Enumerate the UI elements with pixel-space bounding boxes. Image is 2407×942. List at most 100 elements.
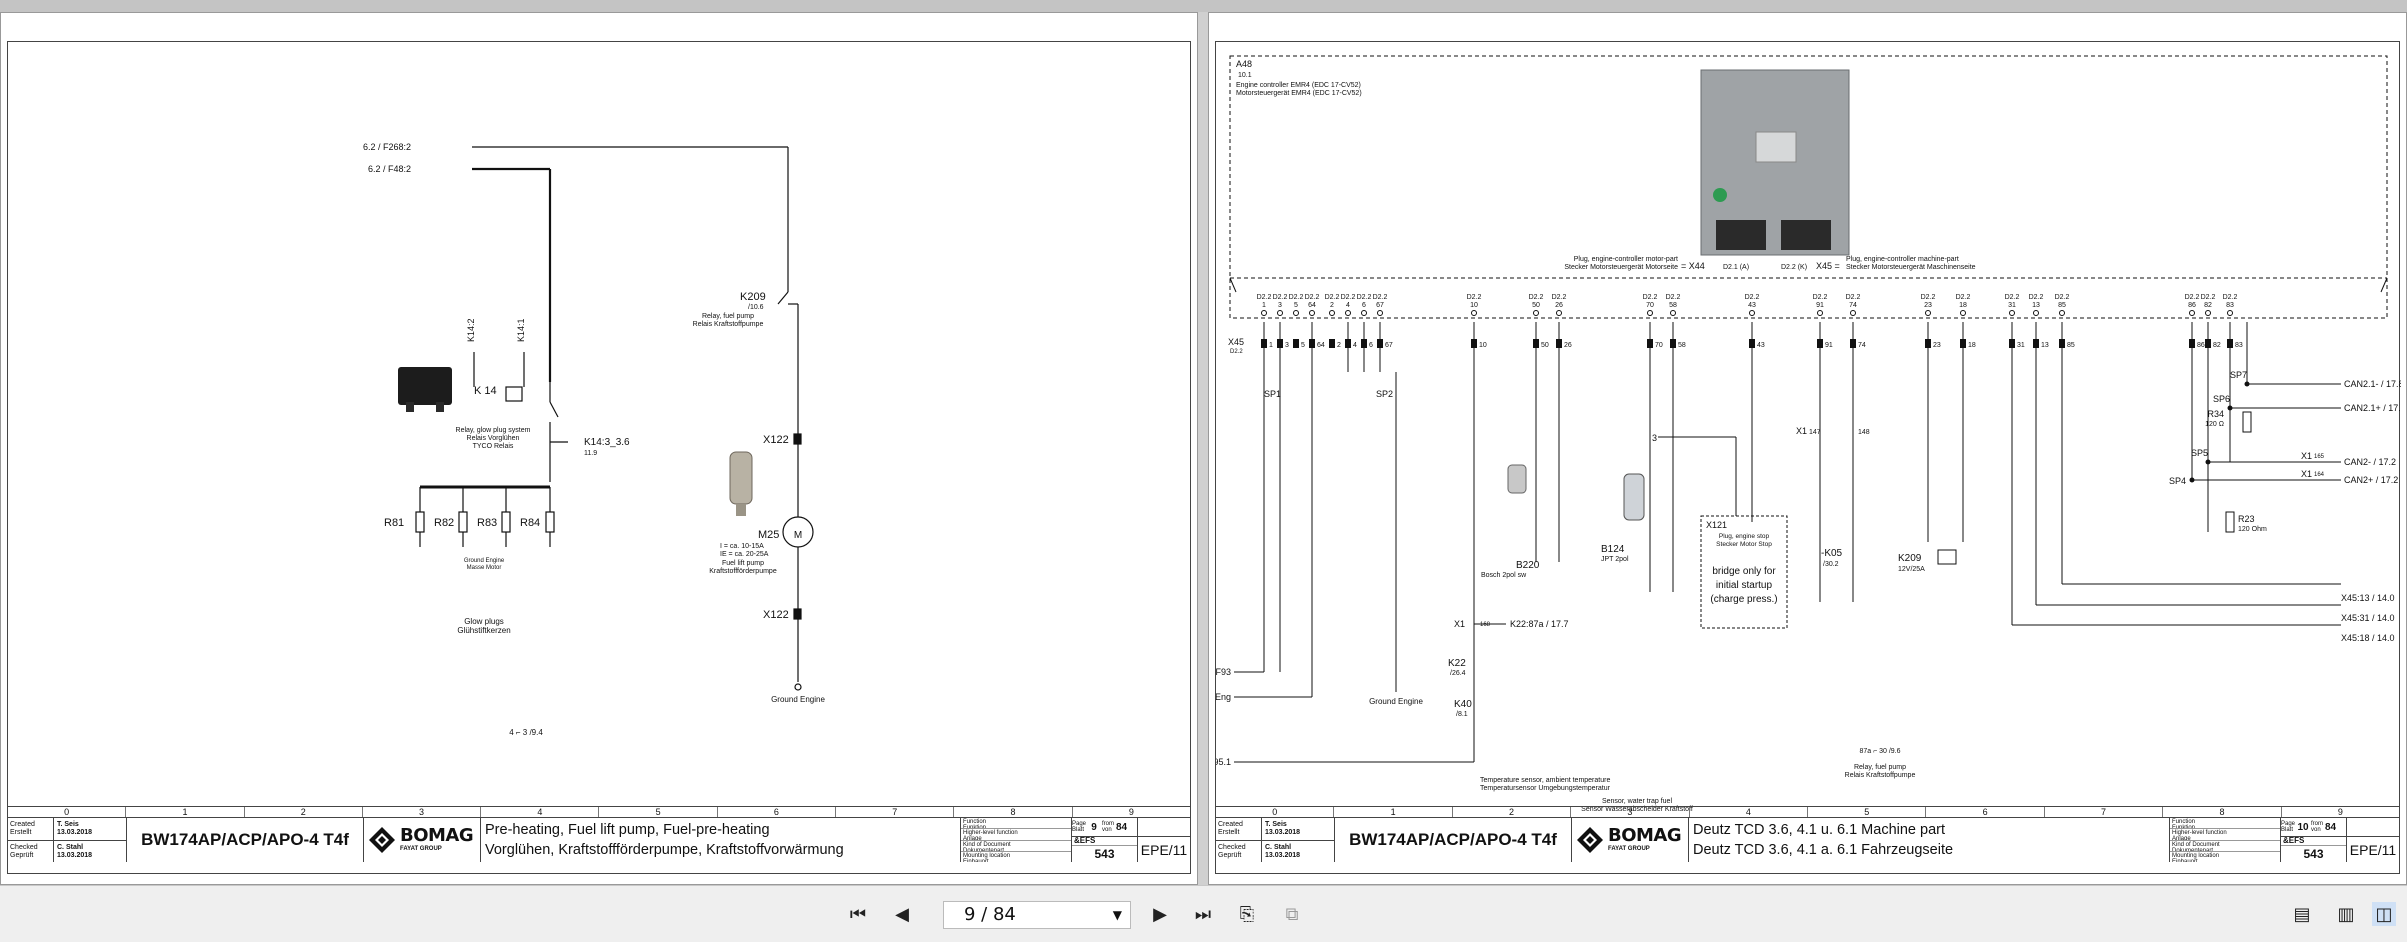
x45-contact: [2227, 339, 2233, 348]
pin-number: 3: [1278, 302, 1282, 309]
x1-165-pin: 165: [2314, 454, 2325, 460]
pdf-viewer-toolbar: ⏮ ◀ 9 / 84 ▼ ▶ ⏭ ⎘ ⧉ ▤ ▥ ◫: [0, 885, 2407, 942]
wiring-diagram-left: 6.2 / F268:2 6.2 / F48:2 K14:2 K14:1 K 1…: [363, 142, 826, 737]
pin-terminal: [1471, 310, 1477, 316]
sheet-number: 9: [1091, 821, 1097, 833]
created-date: 13.03.2018: [1265, 829, 1301, 836]
m25-current-1: I = ca. 10-15A: [720, 543, 764, 550]
from-label: from von: [2311, 821, 2323, 833]
bomag-diamond-icon: [368, 826, 396, 854]
doc-kind-value: &EFS: [2281, 837, 2346, 846]
m25-caption-1: Fuel lift pump: [722, 560, 764, 567]
x1-148-pin: 148: [1858, 429, 1870, 436]
document-fields: Function Funktion Higher-level function …: [2170, 818, 2281, 862]
x45-contact: [2059, 339, 2065, 348]
x45-left-label: X45: [1228, 337, 1244, 347]
x1-168: X1: [1454, 619, 1465, 629]
label-r34: R34: [2207, 409, 2224, 419]
field-function: Function Funktion: [961, 818, 1071, 830]
plug-motor-de: Stecker Motorsteuergerät Motorseite: [1564, 264, 1678, 271]
x45-contact-number: 2: [1337, 342, 1341, 349]
pin-group-label: D2.2: [1357, 294, 1372, 301]
pin-number: 86: [2188, 302, 2196, 309]
marker-3: 3: [1652, 433, 1657, 443]
pin-group-label: D2.2: [1341, 294, 1356, 301]
x45-contact-number: 86: [2197, 342, 2205, 349]
pin-number: 2: [1330, 302, 1334, 309]
x45-contact: [1471, 339, 1477, 348]
label-sp4: SP4: [2169, 476, 2186, 486]
x45-contact-number: 74: [1858, 342, 1866, 349]
x45-contact-number: 64: [1317, 342, 1325, 349]
prev-icon[interactable]: ◀: [895, 903, 909, 925]
field-higher-level: Higher-level function Anlage: [2170, 829, 2280, 841]
x45-contact-number: 31: [2017, 342, 2025, 349]
grid-col: 0: [1272, 807, 1278, 817]
grid-col: 9: [1071, 807, 1190, 817]
grid-col: 8: [2162, 807, 2280, 817]
checked-name: C. Stahl: [1265, 843, 1292, 851]
a48-desc-en: Engine controller EMR4 (EDC 17-CV52): [1236, 82, 1361, 89]
two-page-icon[interactable]: ◫: [2372, 902, 2396, 926]
title-de: Vorglühen, Kraftstoffförderpumpe, Krafts…: [485, 842, 844, 858]
column-grid: 0 1 2 3 4 5 6 7 8 9: [1216, 806, 2399, 818]
continuous-page-icon[interactable]: ▥: [2337, 903, 2355, 925]
pin-terminal: [1647, 310, 1653, 316]
title-en: Pre-heating, Fuel lift pump, Fuel-pre-he…: [485, 822, 770, 838]
page-number-select[interactable]: 9 / 84 ▼: [943, 901, 1131, 929]
skip-first-icon[interactable]: ⏮: [849, 903, 867, 925]
x45-13-ref: X45:13 / 14.0: [2341, 593, 2395, 603]
skip-last-icon[interactable]: ⏭: [1194, 903, 1212, 925]
pin-number: 23: [1924, 302, 1932, 309]
ground-engine-label: Ground Engine: [1369, 697, 1423, 706]
water-sensor-en: Sensor, water trap fuel: [1602, 798, 1672, 805]
x45-contact: [1960, 339, 1966, 348]
x45-contact: [1293, 339, 1299, 348]
pin-group-label: D2.2: [2185, 294, 2200, 301]
pin-terminal: [1670, 310, 1676, 316]
field-function: Function Funktion: [2170, 818, 2280, 830]
sheet-frame: 6.2 / F268:2 6.2 / F48:2 K14:2 K14:1 K 1…: [7, 41, 1191, 874]
label-k14-2: K14:2: [466, 318, 476, 342]
x45-contact-number: 5: [1301, 342, 1305, 349]
pin-terminal: [1277, 310, 1283, 316]
k22-sub: /26.4: [1450, 670, 1466, 677]
footnote-ref: 4 ⌐ 3 /9.4: [509, 728, 543, 737]
water-sensor-de: Sensor Wasserabscheider Kraftstoff: [1581, 806, 1693, 813]
export-page-icon[interactable]: ⧉: [1285, 903, 1299, 925]
next-icon[interactable]: ▶: [1153, 903, 1167, 925]
x45-contact: [1670, 339, 1676, 348]
grid-col: 2: [1451, 807, 1570, 817]
grid-col: 7: [835, 807, 953, 817]
x45-contact: [1345, 339, 1351, 348]
connector-pin-row: D2.211D2.233D2.255D2.26464D2.222D2.244D2…: [1257, 294, 2243, 349]
pin-number: 70: [1646, 302, 1654, 309]
x45-contact: [1277, 339, 1283, 348]
x45-contact-number: 82: [2213, 342, 2221, 349]
rotate-page-icon[interactable]: ⎘: [1239, 903, 1255, 925]
label-a48-box: 10.1: [1238, 72, 1252, 79]
pin-group-label: D2.2: [1273, 294, 1288, 301]
x45-contact-number: 18: [1968, 342, 1976, 349]
b124-sensor-photo: [1623, 473, 1645, 521]
label-r81: R81: [384, 517, 404, 529]
pin-number: 74: [1849, 302, 1857, 309]
relay-photo: [398, 367, 452, 405]
pin-group-label: D2.2: [2029, 294, 2044, 301]
r23-value: 120 Ohm: [2238, 526, 2267, 533]
pin-terminal: [2189, 310, 2195, 316]
pin-terminal: [2009, 310, 2015, 316]
ref-f48: 6.2 / F48:2: [368, 164, 411, 174]
plug-motor-en: Plug, engine-controller motor-part: [1574, 256, 1678, 263]
chevron-down-icon: ▼: [1112, 908, 1122, 922]
grid-col: 9: [2280, 807, 2399, 817]
label-b220: B220: [1516, 560, 1540, 571]
field-higher-level: Higher-level function Anlage: [961, 829, 1071, 841]
k209-ref: 87a ⌐ 30 /9.6: [1859, 748, 1900, 755]
single-page-icon[interactable]: ▤: [2293, 903, 2311, 925]
x45-18-ref: X45:18 / 14.0: [2341, 633, 2395, 643]
pin-number: 5: [1294, 302, 1298, 309]
x1-164-pin: 164: [2314, 472, 2325, 478]
field-kind: Kind of Document Dokumentenart: [2170, 841, 2280, 852]
